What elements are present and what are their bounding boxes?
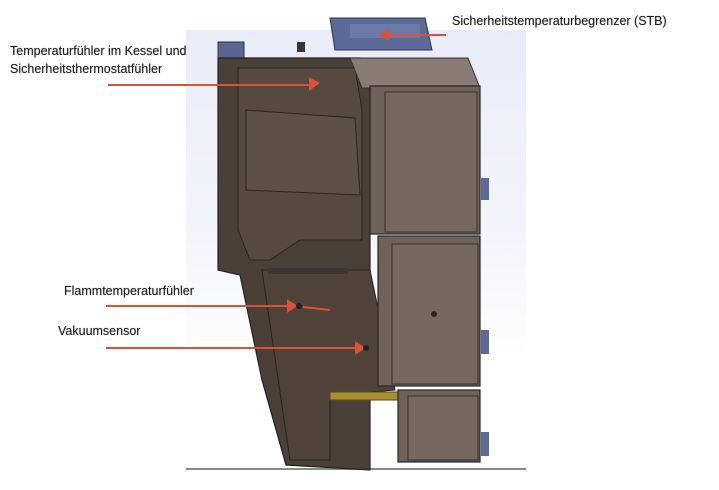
arrowhead-icon — [309, 77, 320, 91]
top-cover — [349, 57, 481, 89]
vacuum-sensor-point — [363, 345, 369, 351]
lower-door-panel — [407, 395, 479, 461]
label-stb: Sicherheitstemperaturbegrenzer (STB) — [452, 14, 667, 28]
flame-sensor-point — [296, 303, 302, 309]
hinge — [481, 432, 489, 456]
label-kessel-line2: Sicherheitsthermostatfühler — [10, 62, 163, 76]
arrowhead-icon — [377, 29, 389, 41]
label-flamme: Flammtemperaturfühler — [64, 284, 194, 298]
grate — [268, 268, 348, 274]
upper-door-panel — [384, 91, 478, 233]
label-vakuum: Vakuumsensor — [58, 324, 141, 338]
heat-exchanger — [245, 109, 361, 196]
arrowhead-icon — [355, 341, 366, 355]
arrow-flamme-tail — [302, 306, 331, 311]
arrowhead-icon — [287, 299, 298, 313]
door-knob — [431, 311, 437, 317]
top-nozzle — [297, 42, 305, 52]
hinge — [481, 330, 489, 354]
burner-plate — [329, 391, 401, 401]
hinge — [481, 178, 489, 200]
label-kessel-line1: Temperaturfühler im Kessel und — [10, 44, 187, 58]
